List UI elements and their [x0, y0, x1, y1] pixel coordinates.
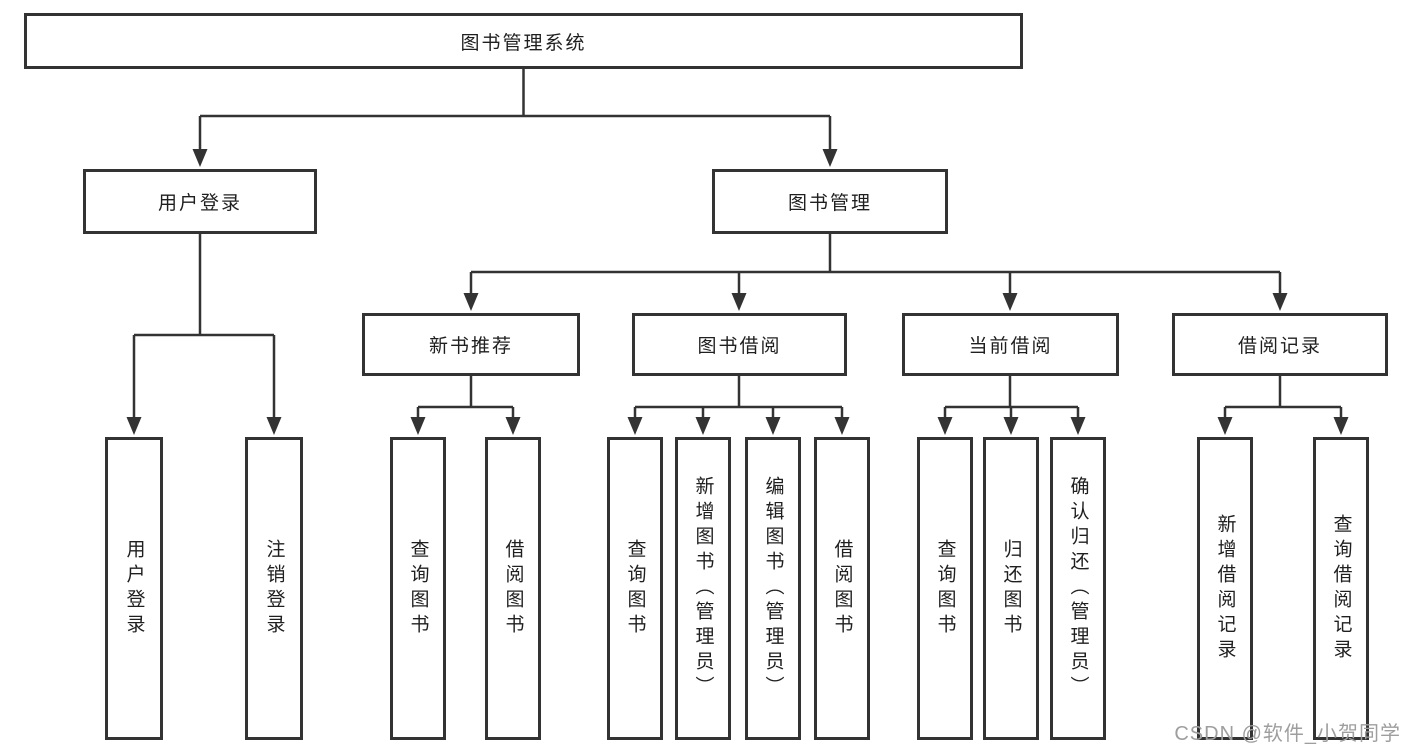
node-br-query-record-label: 查询借阅记录 — [1330, 513, 1352, 664]
node-br-add-record-label: 新增借阅记录 — [1214, 513, 1236, 664]
arrowheads-level2 — [192, 149, 838, 167]
node-cb-query-books: 查询图书 — [917, 437, 973, 740]
node-bb-add-books-label: 新增图书（管理员） — [692, 476, 714, 701]
csdn-watermark: CSDN @软件_小贺同学 — [1174, 723, 1401, 745]
node-book-mgmt-label: 图书管理 — [787, 193, 872, 214]
node-nbr-query-books-label: 查询图书 — [407, 538, 429, 639]
node-borrow-record-label: 借阅记录 — [1237, 336, 1322, 357]
node-bb-borrow-books-label: 借阅图书 — [831, 538, 853, 639]
node-book-borrow: 图书借阅 — [632, 313, 847, 376]
node-bb-add-books: 新增图书（管理员） — [675, 437, 731, 740]
arrowheads-borrow-record — [1217, 417, 1349, 435]
node-user-login-label: 用户登录 — [157, 193, 242, 214]
edge-borrow-record-to-leaves — [1223, 376, 1343, 422]
node-bb-query-books: 查询图书 — [607, 437, 663, 740]
node-nbr-query-books: 查询图书 — [390, 437, 446, 740]
node-br-query-record: 查询借阅记录 — [1313, 437, 1369, 740]
node-cb-query-books-label: 查询图书 — [934, 538, 956, 639]
node-new-book-rec-label: 新书推荐 — [428, 336, 513, 357]
node-leaf-logout-label: 注销登录 — [263, 538, 285, 639]
node-cb-confirm-return-label: 确认归还（管理员） — [1067, 476, 1089, 701]
edge-user-login-to-leaves — [132, 234, 276, 422]
node-book-mgmt: 图书管理 — [712, 169, 948, 234]
node-user-login: 用户登录 — [83, 169, 317, 234]
node-bb-edit-books-label: 编辑图书（管理员） — [762, 476, 784, 701]
node-borrow-record: 借阅记录 — [1172, 313, 1388, 376]
edge-current-borrow-to-leaves — [943, 376, 1080, 422]
node-bb-query-books-label: 查询图书 — [624, 538, 646, 639]
node-leaf-user-login: 用户登录 — [105, 437, 163, 740]
edge-book-mgmt-to-level3 — [469, 234, 1282, 298]
arrowheads-level3 — [463, 293, 1288, 311]
edge-new-book-rec-to-leaves — [416, 376, 515, 422]
node-cb-return-books: 归还图书 — [983, 437, 1039, 740]
arrowheads-user-login — [126, 417, 282, 435]
node-nbr-borrow-books-label: 借阅图书 — [502, 538, 524, 639]
node-leaf-logout: 注销登录 — [245, 437, 303, 740]
node-root: 图书管理系统 — [24, 13, 1023, 69]
node-leaf-user-login-label: 用户登录 — [123, 538, 145, 639]
node-current-borrow: 当前借阅 — [902, 313, 1119, 376]
node-br-add-record: 新增借阅记录 — [1197, 437, 1253, 740]
node-root-label: 图书管理系统 — [460, 32, 587, 54]
node-cb-confirm-return: 确认归还（管理员） — [1050, 437, 1106, 740]
edge-book-borrow-to-leaves — [633, 376, 844, 422]
node-book-borrow-label: 图书借阅 — [697, 336, 782, 357]
node-cb-return-books-label: 归还图书 — [1000, 538, 1022, 639]
node-new-book-rec: 新书推荐 — [362, 313, 580, 376]
arrowheads-new-book-rec — [410, 417, 521, 435]
arrowheads-book-borrow — [627, 417, 850, 435]
node-bb-borrow-books: 借阅图书 — [814, 437, 870, 740]
edge-root-to-level2 — [198, 69, 832, 155]
arrowheads-current-borrow — [937, 417, 1086, 435]
node-current-borrow-label: 当前借阅 — [968, 336, 1053, 357]
node-nbr-borrow-books: 借阅图书 — [485, 437, 541, 740]
node-bb-edit-books: 编辑图书（管理员） — [745, 437, 801, 740]
